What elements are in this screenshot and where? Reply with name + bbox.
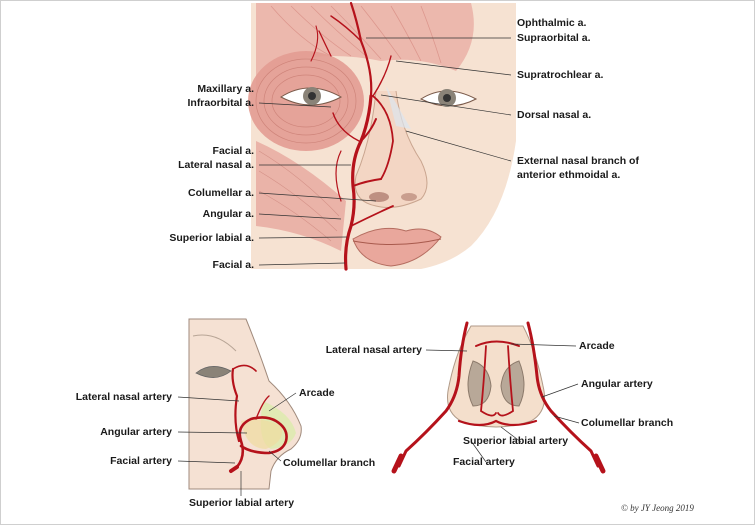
- face-illustration: [248, 1, 516, 271]
- profile-label-columellar: Columellar branch: [283, 457, 376, 469]
- profile-label-facial: Facial artery: [110, 455, 172, 467]
- profile-label-superior-labial: Superior labial artery: [189, 497, 295, 509]
- label-dorsal-nasal: Dorsal nasal a.: [517, 109, 592, 121]
- profile-arteries: [229, 364, 288, 473]
- label-superior-labial: Superior labial a.: [169, 232, 254, 244]
- base-leader-lines: [425, 343, 580, 463]
- left-nostril: [467, 360, 492, 407]
- label-angular: Angular a.: [202, 208, 254, 220]
- profile-label-angular: Angular artery: [100, 426, 172, 438]
- base-label-arcade: Arcade: [579, 340, 615, 352]
- base-label-facial: Facial artery: [453, 456, 515, 468]
- profile-label-arcade: Arcade: [299, 387, 335, 399]
- label-ophthalmic: Ophthalmic a.: [517, 17, 587, 29]
- label-columellar: Columellar a.: [188, 187, 254, 199]
- profile-leader-lines: [177, 392, 297, 496]
- label-external-nasal-line1: External nasal branch of: [517, 155, 639, 167]
- face-leader-lines: [258, 37, 512, 266]
- right-nostril: [500, 360, 525, 407]
- base-label-superior-labial: Superior labial artery: [463, 435, 569, 447]
- nasal-base-illustration: [391, 321, 606, 474]
- label-facial-lower: Facial a.: [212, 259, 254, 271]
- profile-label-lateral-nasal: Lateral nasal artery: [75, 391, 172, 403]
- label-external-nasal-line2: anterior ethmoidal a.: [517, 169, 621, 181]
- face-arteries: [310, 1, 394, 271]
- base-label-lateral-nasal: Lateral nasal artery: [325, 344, 422, 356]
- base-label-columellar: Columellar branch: [581, 417, 674, 429]
- label-supraorbital: Supraorbital a.: [517, 32, 591, 44]
- label-lateral-nasal: Lateral nasal a.: [178, 159, 254, 171]
- lips: [352, 227, 442, 267]
- profile-illustration: [188, 318, 302, 490]
- label-infraorbital: Infraorbital a.: [187, 97, 254, 109]
- label-facial-upper: Facial a.: [212, 145, 254, 157]
- label-supratrochlear: Supratrochlear a.: [517, 69, 604, 81]
- base-label-angular: Angular artery: [581, 378, 653, 390]
- label-maxillary: Maxillary a.: [197, 83, 254, 95]
- copyright-text: © by JY Jeong 2019: [621, 503, 694, 513]
- profile-eye: [195, 366, 232, 378]
